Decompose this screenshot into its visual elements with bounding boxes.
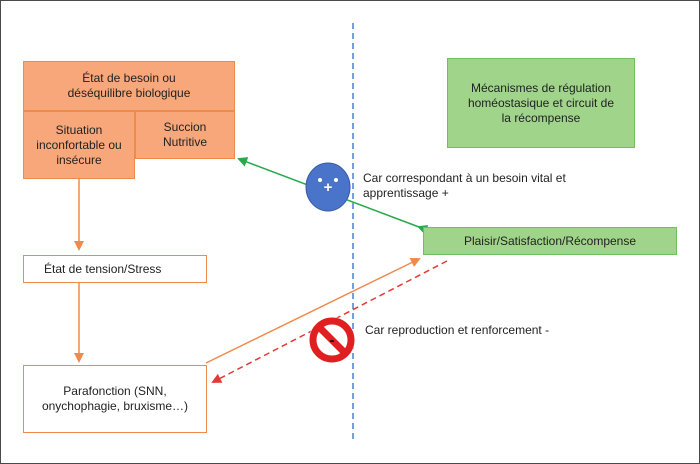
arrow-parafonction-to-plaisir <box>205 258 421 364</box>
box-succion-nutritive-label: Succion Nutritive <box>162 120 207 149</box>
box-parafonction-label: Parafonction (SNN, onychophagie, bruxism… <box>41 384 189 413</box>
box-etat-de-tension-label: État de tension/Stress <box>44 261 162 276</box>
box-succion-nutritive: Succion Nutritive <box>135 111 235 159</box>
box-situation: Situation inconfortable ou insécure <box>23 111 135 179</box>
box-plaisir: Plaisir/Satisfaction/Récompense <box>423 227 677 255</box>
box-etat-de-tension: État de tension/Stress <box>23 255 207 283</box>
prohibition-sign-icon: - <box>309 317 355 363</box>
box-mecanismes: Mécanismes de régulation homéostasique e… <box>447 58 635 148</box>
box-situation-label: Situation inconfortable ou insécure <box>36 122 122 167</box>
box-etat-de-besoin-label: État de besoin ou déséquilibre biologiqu… <box>67 71 191 100</box>
label-reproduction: Car reproduction et renforcement - <box>365 323 550 337</box>
box-mecanismes-label: Mécanismes de régulation homéostasique e… <box>467 80 615 125</box>
smiley-plus-symbol: + <box>324 179 333 196</box>
box-parafonction: Parafonction (SNN, onychophagie, bruxism… <box>23 365 207 433</box>
prohibition-minus-symbol: - <box>330 332 335 349</box>
box-plaisir-label: Plaisir/Satisfaction/Récompense <box>463 233 637 248</box>
smiley-plus-icon: + <box>305 162 351 212</box>
box-etat-de-besoin: État de besoin ou déséquilibre biologiqu… <box>23 61 235 111</box>
label-besoin-vital: Car correspondant à un besoin vital et a… <box>363 171 566 200</box>
